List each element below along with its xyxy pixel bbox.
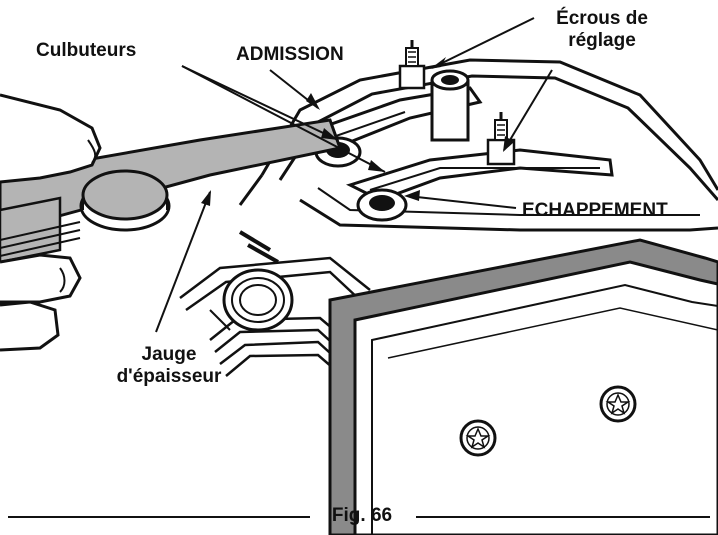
echappement-arrow <box>404 190 420 201</box>
figure-caption: Fig. 66 <box>331 505 393 526</box>
echappement-leader <box>407 195 517 209</box>
ecrous-label-line-1: Écrous de <box>556 8 648 29</box>
spark-plug-port <box>209 268 294 332</box>
valve-cover <box>328 238 718 535</box>
jauge-arrow <box>201 190 211 206</box>
gauge-pivot-disc <box>79 169 171 232</box>
exhaust-valve-cap <box>356 188 408 222</box>
admission-arrow <box>306 93 320 110</box>
jauge-leader <box>155 191 211 333</box>
echappement-label: ECHAPPEMENT <box>522 200 668 221</box>
culbuteurs-label: Culbuteurs <box>36 40 137 61</box>
ecrous-label-line-2: réglage <box>568 30 636 51</box>
ecrous-arrow-1 <box>430 57 446 69</box>
leader-arrowheads <box>201 57 514 206</box>
cover-screw-2 <box>599 385 637 423</box>
intake-adjusting-nut <box>398 40 426 90</box>
jauge-label: Jauge d'épaisseur <box>104 344 234 388</box>
leader-lines <box>155 17 553 333</box>
ecrous-leader-2 <box>503 69 553 151</box>
ecrous-leader-1 <box>431 17 535 69</box>
jauge-label-line-1: Jauge <box>141 344 197 365</box>
caption-rule-right <box>416 516 710 518</box>
hand <box>0 93 102 352</box>
culbuteurs-leader-1 <box>181 65 339 141</box>
culbuteurs-arrow-1 <box>321 128 338 140</box>
jauge-label-line-2: d'épaisseur <box>116 366 222 387</box>
culbuteurs-leader-2 <box>181 65 386 173</box>
cover-screw-1 <box>459 419 497 457</box>
ecrous-label: Écrous de réglage <box>532 8 672 52</box>
caption-rule-left <box>8 516 310 518</box>
pushrod-post <box>430 69 470 142</box>
culbuteurs-arrow-2 <box>368 160 385 172</box>
admission-label: ADMISSION <box>236 44 344 65</box>
ecrous-arrow-2 <box>503 136 514 152</box>
exhaust-rocker-arm <box>346 148 614 202</box>
cylinder-head <box>238 58 718 232</box>
